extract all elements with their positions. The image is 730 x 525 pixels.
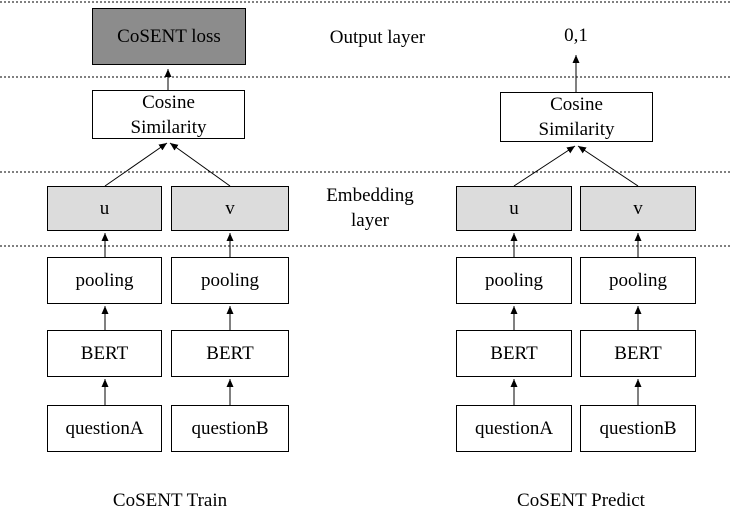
output-layer-label: Output layer (329, 27, 426, 48)
predict-pooling-a-label: pooling (484, 270, 544, 291)
predict-bert-b-box: BERT (580, 330, 696, 377)
train-u-embedding-box: u (47, 186, 162, 231)
arrow-predict-v-to-cosine (577, 145, 639, 187)
predict-pooling-b-box: pooling (580, 257, 696, 304)
train-bert-b-label: BERT (206, 343, 254, 364)
train-cosine-line1: Cosine (142, 91, 195, 113)
layer-separators (0, 1, 730, 247)
cosent-loss-box: CoSENT loss (92, 8, 246, 65)
embedding-layer-label-line2: layer (351, 210, 389, 231)
train-question-a-label: questionA (65, 418, 144, 439)
arrow-predict-u-to-cosine (513, 145, 576, 187)
predict-cosine-line2: Similarity (538, 119, 615, 140)
predict-v-label: v (633, 198, 643, 219)
arrow-train-v-to-cosine (169, 142, 231, 187)
predict-bert-a-label: BERT (490, 343, 538, 364)
predict-bert-b-label: BERT (614, 343, 662, 364)
train-v-embedding-box: v (171, 186, 289, 231)
predict-question-b-box: questionB (580, 405, 696, 452)
predict-caption: CoSENT Predict (517, 490, 645, 511)
train-question-b-box: questionB (171, 405, 289, 452)
predict-v-embedding-box: v (580, 186, 696, 231)
train-cosine-line2: Similarity (130, 116, 207, 138)
predict-cosine-similarity-box: Cosine Similarity (500, 92, 653, 142)
cosent-loss-label: CoSENT loss (117, 26, 221, 47)
train-cosine-similarity-box: Cosine Similarity (92, 90, 245, 139)
train-bert-b-box: BERT (171, 330, 289, 377)
predict-question-b-label: questionB (599, 418, 677, 439)
train-pooling-b-box: pooling (171, 257, 289, 304)
train-u-label: u (99, 198, 110, 219)
predict-question-a-box: questionA (456, 405, 572, 452)
predict-pooling-b-label: pooling (608, 270, 668, 291)
train-v-label: v (225, 198, 235, 219)
arrow-train-u-to-cosine (104, 142, 168, 187)
train-question-b-label: questionB (191, 418, 269, 439)
predict-pooling-a-box: pooling (456, 257, 572, 304)
train-pooling-a-box: pooling (47, 257, 162, 304)
arrows (101, 55, 642, 405)
predict-bert-a-box: BERT (456, 330, 572, 377)
embedding-layer-label-line1: Embedding (326, 185, 414, 206)
train-pooling-b-label: pooling (200, 270, 260, 291)
predict-cosine-line1: Cosine (550, 94, 603, 115)
train-caption: CoSENT Train (112, 490, 228, 511)
train-question-a-box: questionA (47, 405, 162, 452)
train-bert-a-box: BERT (47, 330, 162, 377)
predict-u-embedding-box: u (456, 186, 572, 231)
predict-output-label: 0,1 (564, 25, 588, 46)
predict-u-label: u (509, 198, 519, 219)
train-bert-a-label: BERT (80, 343, 129, 364)
predict-question-a-label: questionA (474, 418, 554, 439)
train-pooling-a-label: pooling (75, 270, 134, 291)
